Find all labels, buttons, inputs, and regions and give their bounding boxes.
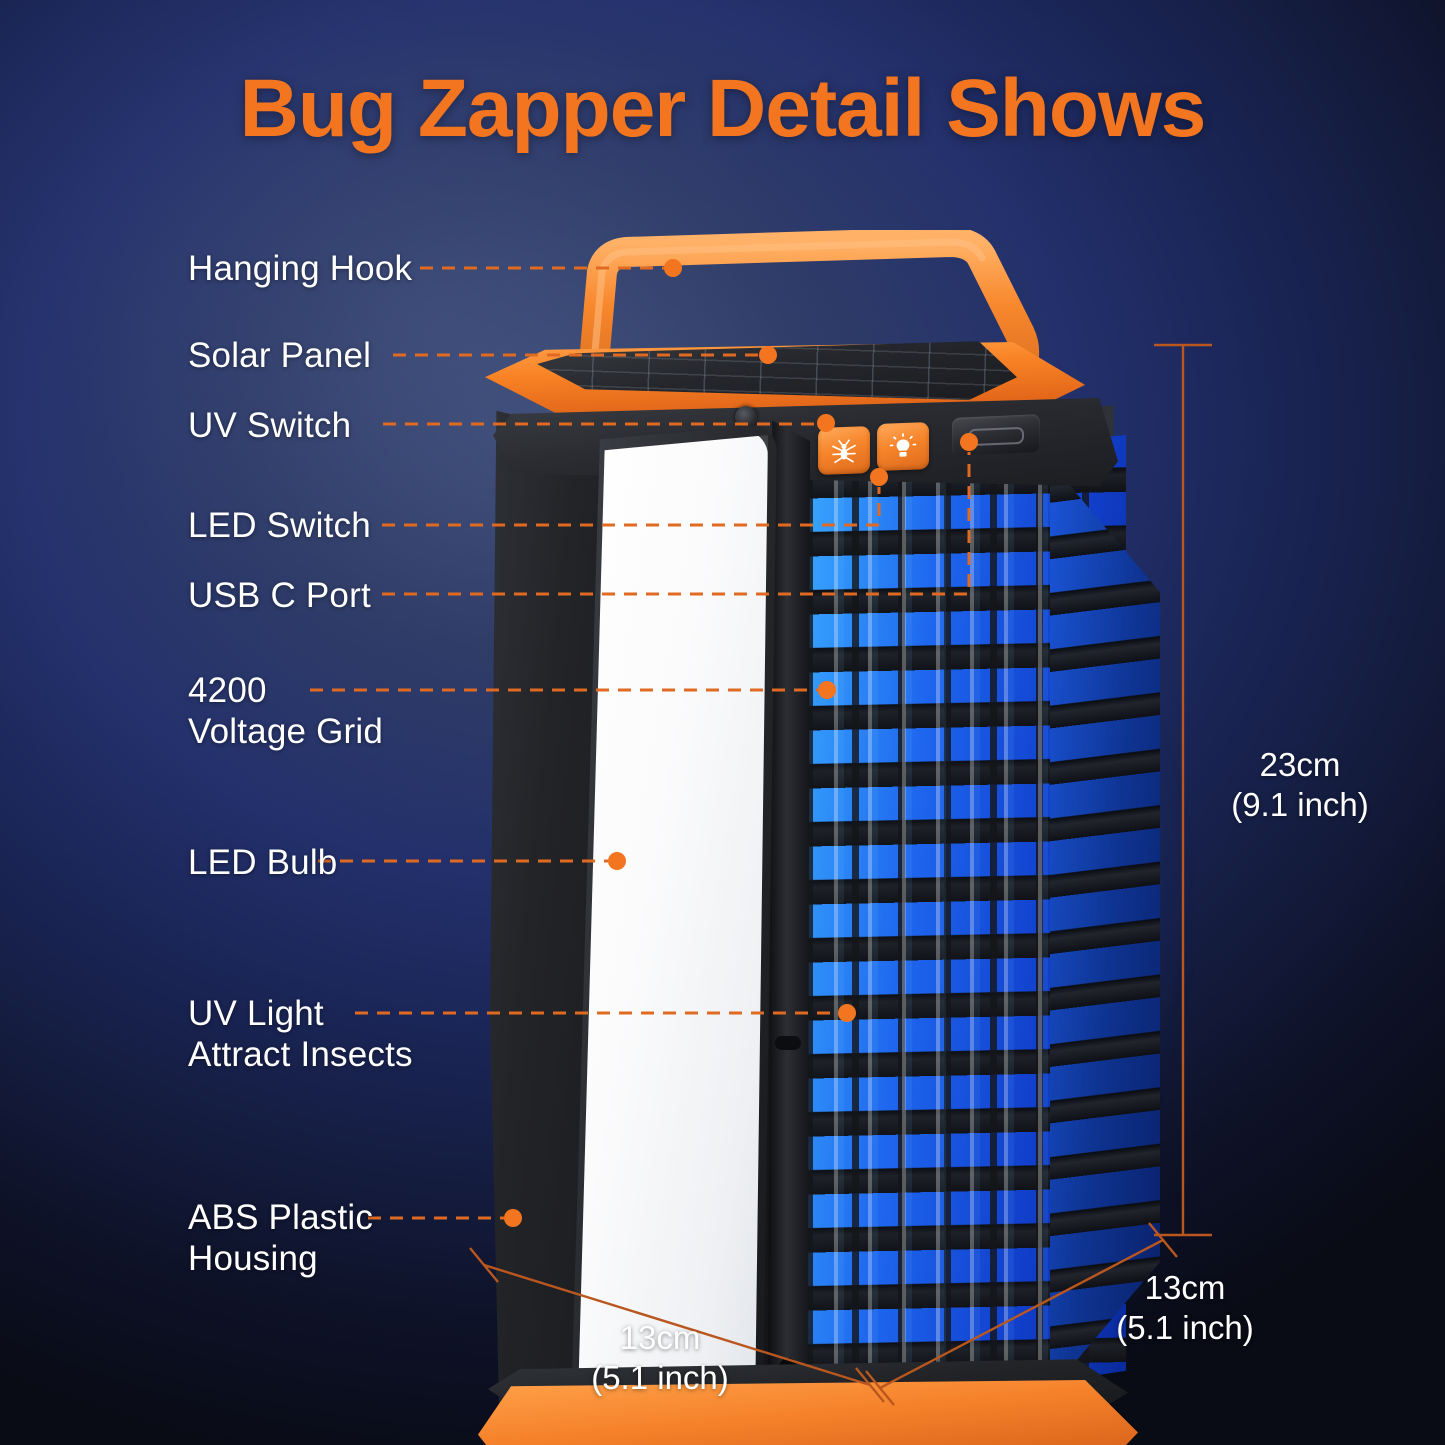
uv-switch-button[interactable]	[818, 426, 870, 475]
lightbulb-icon	[889, 432, 917, 457]
callout-label-usb-c-port: USB C Port	[188, 576, 371, 615]
uv-tubes	[834, 460, 1064, 1400]
cage-side-slats	[1050, 462, 1160, 1392]
callout-label-hanging-hook: Hanging Hook	[188, 249, 413, 288]
callout-label-led-switch: LED Switch	[188, 506, 371, 545]
callout-label-led-bulb: LED Bulb	[188, 843, 338, 882]
dimension-width-label: 13cm (5.1 inch)	[591, 1319, 729, 1396]
screw-icon	[735, 406, 757, 428]
callout-label-solar-panel: Solar Panel	[188, 336, 372, 375]
callout-label-uv-switch: UV Switch	[188, 406, 352, 445]
product-illustration	[430, 230, 1280, 1445]
led-switch-button[interactable]	[877, 422, 929, 471]
callout-label-abs-housing: ABS Plastic Housing	[188, 1198, 374, 1278]
abs-plastic-base	[478, 1380, 1138, 1445]
mosquito-icon	[832, 438, 856, 463]
dimension-depth-label: 13cm (5.1 inch)	[1116, 1269, 1254, 1346]
dimension-height-label: 23cm (9.1 inch)	[1231, 746, 1369, 823]
usb-c-port[interactable]	[952, 414, 1040, 456]
page-title: Bug Zapper Detail Shows	[239, 63, 1207, 154]
callout-label-voltage-grid: 4200 Voltage Grid	[188, 671, 384, 751]
cage-side-face	[1050, 462, 1160, 1392]
spine-knob	[775, 1036, 801, 1050]
callout-label-uv-light: UV Light Attract Insects	[188, 994, 413, 1074]
led-bulb-panel	[578, 435, 768, 1435]
